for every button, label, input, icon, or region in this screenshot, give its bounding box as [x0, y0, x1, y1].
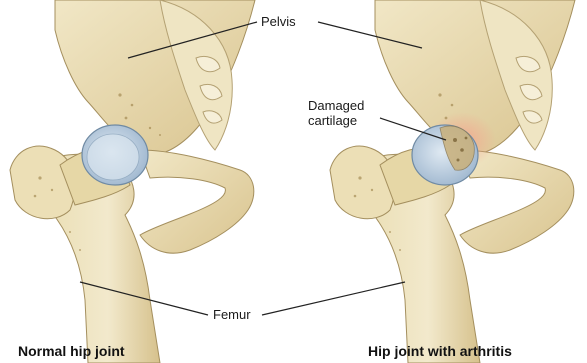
arthritis-hip-caption: Hip joint with arthritis: [368, 343, 512, 359]
right-pubic-ring: [460, 150, 574, 253]
femur-leader-right: [262, 282, 405, 315]
left-femoral-head: [87, 134, 139, 180]
damaged-cartilage-label-line2: cartilage: [308, 113, 380, 128]
arthritis-hip-figure: [330, 0, 575, 363]
normal-hip-caption: Normal hip joint: [18, 343, 125, 359]
right-greater-trochanter: [330, 146, 395, 219]
damaged-cartilage-label: Damaged cartilage: [305, 98, 383, 128]
left-pubic-ring: [140, 150, 254, 253]
left-greater-trochanter: [10, 146, 75, 219]
femur-label: Femur: [210, 307, 254, 322]
pelvis-label: Pelvis: [258, 14, 299, 29]
damaged-cartilage-label-line1: Damaged: [308, 98, 380, 113]
